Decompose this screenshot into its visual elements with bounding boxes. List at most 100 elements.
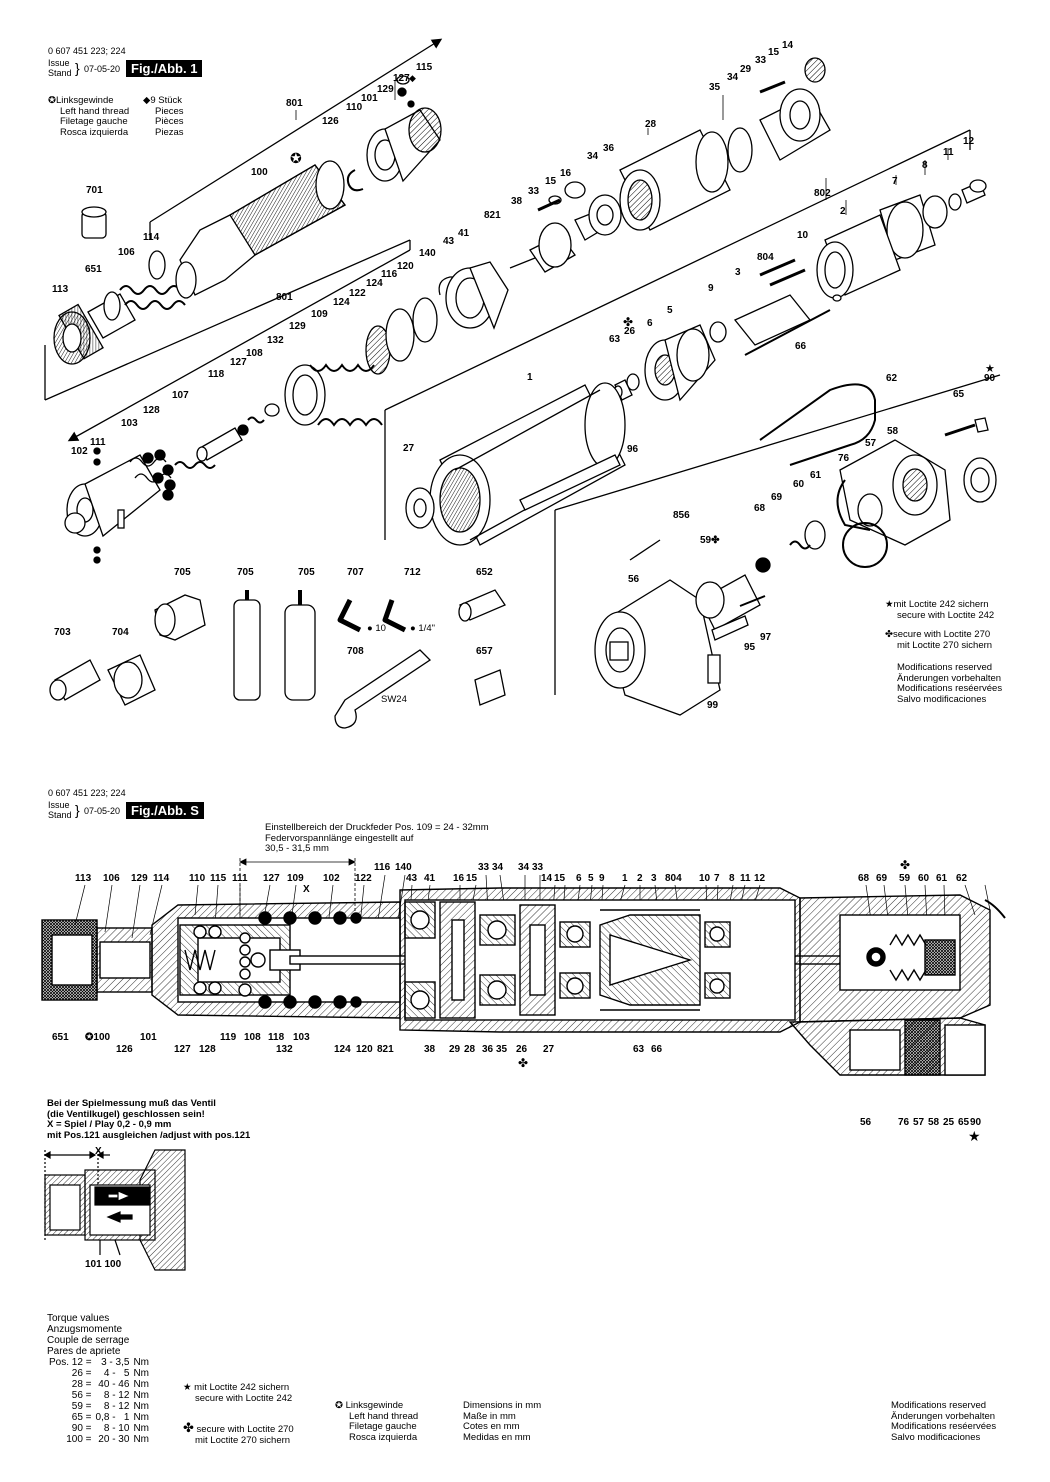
- issue-block: Issue Stand: [48, 800, 72, 820]
- clover-icon: ✤: [900, 858, 911, 872]
- exploded-view-diagram: [44, 38, 1001, 729]
- part-label: 103: [121, 418, 138, 429]
- part-label: 6: [647, 318, 653, 329]
- part-label: 128: [143, 405, 160, 416]
- part-label: 107: [172, 390, 189, 401]
- section-label: 41: [424, 873, 436, 884]
- clover-icon: ✤: [623, 315, 634, 329]
- torque-pos: 28 =: [71, 1379, 92, 1390]
- section-label: 65: [958, 1117, 970, 1128]
- part-label: 68: [754, 503, 766, 514]
- part-label: 15: [768, 47, 780, 58]
- modifications-note: Modifications reserved Änderungen vorbeh…: [897, 662, 1003, 705]
- section-label: 60: [918, 873, 930, 884]
- part-label: 804: [757, 252, 774, 263]
- section-label: 109: [287, 873, 304, 884]
- section-label: 103: [293, 1032, 310, 1043]
- section-label: 28: [464, 1044, 476, 1055]
- part-label: 652: [476, 567, 493, 578]
- section-label: 3: [651, 873, 657, 884]
- modifications-note: Modifications reserved Änderungen vorbeh…: [891, 1400, 997, 1443]
- torque-val: 40 - 46: [98, 1379, 130, 1390]
- part-label: 62: [886, 373, 898, 384]
- section-label: 25: [943, 1117, 955, 1128]
- section-label: 132: [276, 1044, 293, 1055]
- torque-unit: Nm: [133, 1423, 149, 1434]
- section-label: 651: [52, 1032, 69, 1043]
- issue-date: 07-05-20: [84, 806, 121, 816]
- part-label: 120: [397, 261, 414, 272]
- part-label: 57: [865, 438, 877, 449]
- part-label: 712: [404, 567, 421, 578]
- clover-icon: ✤: [518, 1056, 529, 1070]
- detail-label: 101 100: [85, 1259, 122, 1270]
- part-label: 38: [511, 196, 523, 207]
- section-label: 102: [323, 873, 340, 884]
- part-label: 28: [645, 119, 657, 130]
- part-label: 109: [311, 309, 328, 320]
- section-label: 8: [729, 873, 735, 884]
- part-label: 801: [286, 98, 303, 109]
- part-label: ● 1/4": [410, 623, 435, 634]
- section-label: 140: [395, 862, 412, 873]
- play-measurement-note: Bei der Spielmessung muß das Ventil (die…: [47, 1098, 251, 1141]
- torque-pos: Pos. 12 =: [49, 1357, 92, 1368]
- part-label: 27: [403, 443, 415, 454]
- figure-label: Fig./Abb. S: [126, 802, 204, 819]
- left-thread-icon: ✪: [335, 1400, 343, 1411]
- part-label: 116: [381, 269, 398, 280]
- section-label: 129: [131, 873, 148, 884]
- section-label: 56: [860, 1117, 872, 1128]
- torque-pos: 65 =: [71, 1412, 92, 1423]
- section-label: 5: [588, 873, 594, 884]
- part-label: 63: [609, 334, 621, 345]
- part-label: 7: [892, 176, 898, 187]
- part-label: 129: [289, 321, 306, 332]
- issue-date: 07-05-20: [84, 64, 121, 74]
- part-label: 33: [528, 186, 540, 197]
- issue-label: Issue: [48, 58, 70, 68]
- torque-unit: Nm: [133, 1434, 149, 1445]
- torque-unit: Nm: [133, 1401, 149, 1412]
- left-thread-icon: ✪: [48, 95, 56, 106]
- pieces-legend: ◆9 Stück Pieces Pièces Piezas: [143, 95, 184, 138]
- part-label: 12: [963, 136, 975, 147]
- section-label: 9: [599, 873, 605, 884]
- part-label: 115: [416, 62, 433, 73]
- section-label: 66: [651, 1044, 663, 1055]
- part-label: 122: [349, 288, 366, 299]
- section-label: 38: [424, 1044, 436, 1055]
- part-label: 111: [90, 437, 106, 448]
- section-label: 29: [449, 1044, 461, 1055]
- spring-adjust-note: Einstellbereich der Druckfeder Pos. 109 …: [265, 822, 489, 854]
- torque-unit: Nm: [133, 1390, 149, 1401]
- section-label: 63: [633, 1044, 645, 1055]
- part-label: 705: [237, 567, 254, 578]
- section-label: 33: [532, 862, 544, 873]
- loctite-242-note: ★ mit Loctite 242 sichern secure with Lo…: [183, 1382, 293, 1404]
- star-icon: ★: [183, 1382, 192, 1393]
- part-label: 100: [251, 167, 268, 178]
- part-label: 657: [476, 646, 493, 657]
- part-label: 140: [419, 248, 436, 259]
- part-label: 3: [735, 267, 741, 278]
- section-label: 62: [956, 873, 968, 884]
- torque-pos: 59 =: [71, 1401, 92, 1412]
- part-label: 36: [603, 143, 615, 154]
- dimensions-note: Dimensions in mm Maße in mm Cotes en mm …: [463, 1400, 542, 1443]
- section-label: 119: [220, 1032, 237, 1043]
- part-label: 69: [771, 492, 783, 503]
- section-label: 821: [377, 1044, 394, 1055]
- part-label: 15: [545, 176, 557, 187]
- part-label: 703: [54, 627, 71, 638]
- part-label: 14: [782, 40, 794, 51]
- clover-icon: ✤: [885, 629, 893, 640]
- part-label: 61: [810, 470, 822, 481]
- part-label: 2: [840, 206, 846, 217]
